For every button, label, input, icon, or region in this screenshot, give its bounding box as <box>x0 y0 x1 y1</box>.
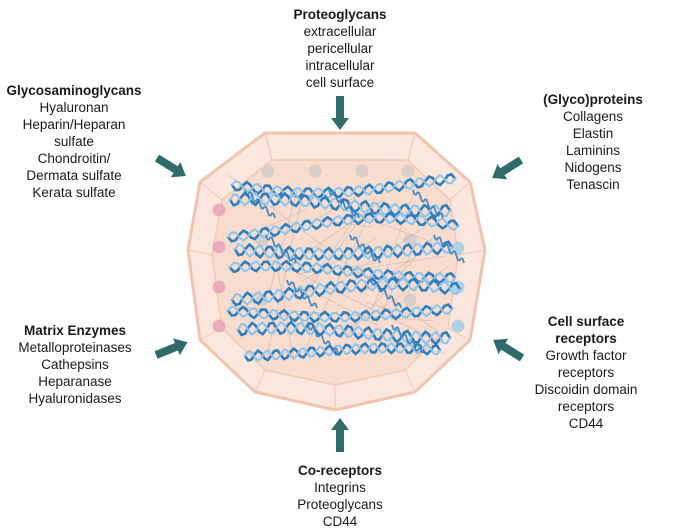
cell-surface-receptors-item: Growth factor <box>545 348 627 363</box>
cell-surface-receptors-title: receptors <box>555 331 617 346</box>
receptor-node <box>261 164 275 178</box>
collagen-fiber-strand <box>433 234 465 264</box>
glycoproteins-title: (Glyco)proteins <box>543 92 643 107</box>
cell-surface-receptors-item: receptors <box>557 365 615 380</box>
receptor-node <box>212 203 226 217</box>
network-line <box>346 222 433 277</box>
collagen-fiber-strand <box>265 234 297 264</box>
collagen-fiber-strand <box>229 260 456 284</box>
proteoglycans-item: extracellular <box>303 24 377 39</box>
matrix-enzymes-item: Cathepsins <box>41 357 109 372</box>
matrix-enzymes-item: Heparanase <box>38 374 112 389</box>
collagen-fiber-strand <box>229 191 451 219</box>
arrow-co-receptors <box>331 418 349 452</box>
collagen-fiber-strand <box>231 276 461 307</box>
co-receptors-title: Co-receptors <box>297 463 383 478</box>
proteoglycans-item: cell surface <box>305 75 375 90</box>
receptor-node <box>355 164 369 178</box>
arrow-glycosaminoglycans <box>154 154 186 178</box>
network-line <box>227 174 236 181</box>
glycosaminoglycans-item: Kerata sulfate <box>32 185 116 200</box>
collagen-fiber-strand <box>370 279 402 309</box>
receptor-node <box>451 319 465 333</box>
receptor-node <box>212 319 226 333</box>
collagen-fiber-strand <box>227 303 453 324</box>
proteoglycans-block: Proteoglycans extracellular pericellular… <box>275 6 405 91</box>
spokes <box>187 132 486 410</box>
collagen-fiber-strand <box>231 173 456 200</box>
arrow-cell-surface-receptors <box>493 338 525 362</box>
collagen-fiber-strand <box>349 234 381 264</box>
receptor-node <box>212 280 226 294</box>
cell-surface-receptors-title: Cell surface <box>547 314 625 329</box>
glycosaminoglycans-item: Heparin/Heparan <box>22 117 126 132</box>
collagen-fiber-strand <box>237 321 451 345</box>
cell-surface-receptors-block: Cell surface receptors Growth factor rec… <box>516 313 656 432</box>
glycosaminoglycans-item: Dermata sulfate <box>26 168 122 183</box>
arrow-glycoproteins <box>492 156 524 180</box>
glycoproteins-item: Nidogens <box>564 160 622 175</box>
collagen-fiber-strand <box>244 341 441 362</box>
arrow-matrix-enzymes <box>154 338 188 359</box>
glycoproteins-item: Collagens <box>562 109 624 124</box>
receptor-nodes <box>212 164 465 333</box>
receptor-node <box>403 293 417 307</box>
receptor-node <box>403 233 417 247</box>
network-line <box>305 215 370 348</box>
collagen-fibers <box>226 172 465 362</box>
cell-surface-receptors-item: receptors <box>557 399 615 414</box>
collagen-fiber-strand <box>234 240 453 262</box>
cell-surface-receptors-item: CD44 <box>568 416 604 431</box>
arrows <box>154 96 525 452</box>
proteoglycans-item: pericellular <box>307 41 373 56</box>
proteoglycans-item: intracellular <box>305 58 375 73</box>
glycosaminoglycans-block: Glycosaminoglycans Hyaluronan Heparin/He… <box>0 82 148 201</box>
network-line <box>266 197 303 357</box>
collagen-fiber-strand <box>244 189 276 219</box>
co-receptors-item: Integrins <box>314 480 366 495</box>
receptor-node <box>401 164 415 178</box>
co-receptors-item: CD44 <box>322 514 358 529</box>
receptor-node <box>212 240 226 254</box>
glycosaminoglycans-item: Hyaluronan <box>39 100 109 115</box>
glycosaminoglycans-item: sulfate <box>54 134 94 149</box>
co-receptors-item: Proteoglycans <box>297 497 383 512</box>
glycosaminoglycans-item: Chondroitin/ <box>37 151 111 166</box>
receptor-node <box>308 164 322 178</box>
co-receptors-block: Co-receptors Integrins Proteoglycans CD4… <box>275 462 405 530</box>
network-line <box>295 262 381 275</box>
glycoproteins-block: (Glyco)proteins Collagens Elastin Lamini… <box>523 91 663 193</box>
collagen-fiber-strand <box>307 324 339 354</box>
network-line <box>235 306 435 322</box>
matrix-enzymes-item: Metalloproteinases <box>18 340 132 355</box>
arrow-proteoglycans <box>331 96 349 130</box>
collagen-fiber-strand <box>286 279 318 309</box>
glycoproteins-item: Elastin <box>572 126 614 141</box>
cell-surface-receptors-item: Discoidin domain <box>534 382 638 397</box>
collagen-fiber-strand <box>412 189 444 219</box>
collagen-fiber-strand <box>391 324 423 354</box>
matrix-enzymes-block: Matrix Enzymes Metalloproteinases Cathep… <box>2 322 148 407</box>
glycosaminoglycans-title: Glycosaminoglycans <box>6 83 142 98</box>
collagen-fiber-strand <box>328 189 360 219</box>
glycoproteins-item: Laminins <box>565 143 621 158</box>
glycoproteins-item: Tenascin <box>566 177 620 192</box>
matrix-enzymes-item: Hyaluronidases <box>28 391 122 406</box>
proteoglycans-title: Proteoglycans <box>293 7 387 22</box>
network-line <box>366 302 418 317</box>
matrix-enzymes-title: Matrix Enzymes <box>23 323 127 338</box>
